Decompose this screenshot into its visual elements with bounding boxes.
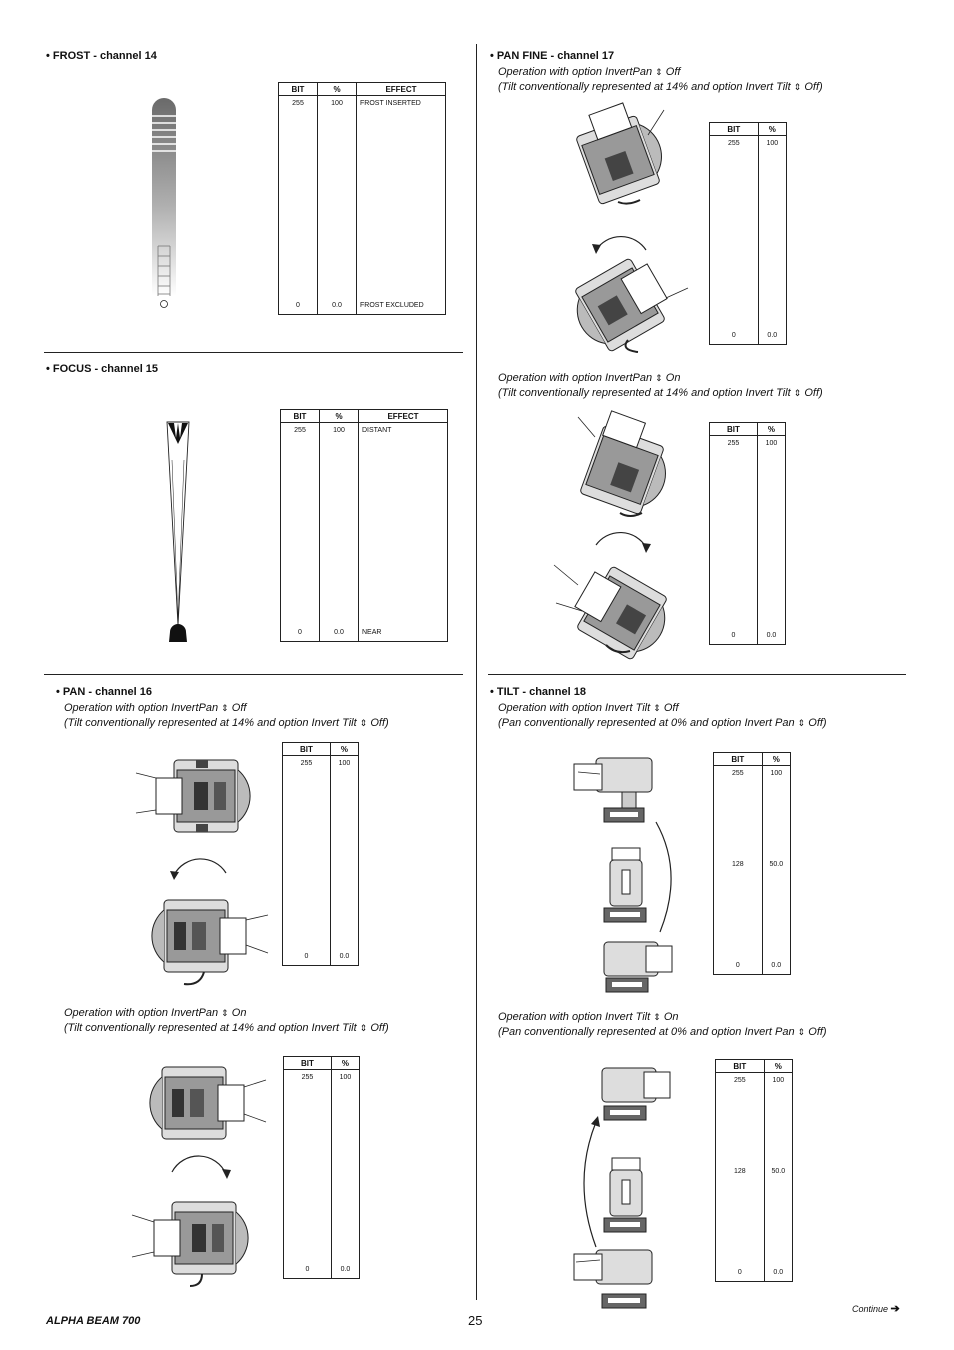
up-down-arrow-icon: ⇕ xyxy=(653,1012,661,1022)
tilt-block-2-caption: Operation with option Invert Tilt ⇕ On (… xyxy=(498,1011,827,1038)
bit-value: 255 xyxy=(300,760,313,767)
effect-value: NEAR xyxy=(362,629,382,636)
pan-fine-title: • PAN FINE - channel 17 xyxy=(490,50,615,62)
percent-value: 100 xyxy=(339,1074,352,1081)
bit-value: 0 xyxy=(296,302,300,309)
percent-value: 50.0 xyxy=(769,861,784,868)
percent-value: 0.0 xyxy=(339,953,350,960)
frost-gradient-illustration xyxy=(152,98,176,308)
percent-value: 100 xyxy=(766,140,779,147)
pan-title: • PAN - channel 16 xyxy=(56,686,152,698)
bit-value: 255 xyxy=(731,770,744,777)
footer-product-name: ALPHA BEAM 700 xyxy=(46,1315,141,1327)
percent-value: 100 xyxy=(338,760,351,767)
percent-value: 100 xyxy=(765,440,778,447)
pan-fine-block-2-caption: Operation with option InvertPan ⇕ On (Ti… xyxy=(498,372,823,399)
percent-value: 0.0 xyxy=(767,332,778,339)
focus-title: • FOCUS - channel 15 xyxy=(46,363,159,375)
bit-value: 128 xyxy=(731,861,744,868)
percent-value: 0.0 xyxy=(340,1266,351,1273)
up-down-arrow-icon: ⇕ xyxy=(655,67,663,77)
left-rule-2 xyxy=(44,674,463,675)
continue-link[interactable]: Continue ➔ xyxy=(852,1302,900,1315)
bit-value: 255 xyxy=(727,440,740,447)
up-down-arrow-icon: ⇕ xyxy=(797,1027,806,1037)
pan-block-1-caption: Operation with option InvertPan ⇕ Off (T… xyxy=(64,702,389,729)
pan-fine-block-1-caption: Operation with option InvertPan ⇕ Off (T… xyxy=(498,66,823,93)
percent-value: 0.0 xyxy=(334,629,344,636)
tilt-on-illustration xyxy=(573,1067,671,1309)
pan-fine-on-illustration xyxy=(553,410,667,660)
up-down-arrow-icon: ⇕ xyxy=(221,703,229,713)
percent-value: 0.0 xyxy=(773,1269,784,1276)
tilt-title: • TILT - channel 18 xyxy=(490,686,586,698)
percent-value: 0.0 xyxy=(766,632,777,639)
frost-title: • FROST - channel 14 xyxy=(46,50,157,62)
percent-value: 100 xyxy=(333,427,345,434)
bit-value: 0 xyxy=(298,629,302,636)
bit-value: 0 xyxy=(737,1269,742,1276)
pan-on-illustration xyxy=(131,1066,267,1287)
percent-value: 100 xyxy=(770,770,783,777)
right-rule-1 xyxy=(488,674,906,675)
bit-value: 0 xyxy=(731,332,736,339)
bit-value: 0 xyxy=(304,953,309,960)
bit-value: 128 xyxy=(733,1168,746,1175)
pan-fine-off-illustration xyxy=(575,102,689,353)
bit-value: 255 xyxy=(301,1074,314,1081)
percent-value: 100 xyxy=(331,100,343,107)
tilt-block-1-caption: Operation with option Invert Tilt ⇕ Off … xyxy=(498,702,827,729)
pan-block-2-caption: Operation with option InvertPan ⇕ On (Ti… xyxy=(64,1007,389,1034)
continue-label: Continue xyxy=(852,1304,889,1314)
percent-value: 0.0 xyxy=(332,302,342,309)
tilt-off-illustration xyxy=(573,757,673,993)
page-number: 25 xyxy=(468,1313,483,1328)
up-down-arrow-icon: ⇕ xyxy=(793,388,802,398)
up-down-arrow-icon: ⇕ xyxy=(359,1023,368,1033)
bit-value: 0 xyxy=(735,962,740,969)
pan-off-illustration xyxy=(135,759,269,986)
bit-value: 255 xyxy=(294,427,306,434)
right-arrow-icon: ➔ xyxy=(890,1303,900,1315)
up-down-arrow-icon: ⇕ xyxy=(359,718,368,728)
bit-value: 255 xyxy=(727,140,740,147)
bit-value: 0 xyxy=(731,632,736,639)
focus-beam-illustration xyxy=(166,421,190,642)
up-down-arrow-icon: ⇕ xyxy=(793,82,802,92)
percent-value: 50.0 xyxy=(771,1168,786,1175)
effect-value: DISTANT xyxy=(362,427,392,434)
up-down-arrow-icon: ⇕ xyxy=(221,1008,229,1018)
up-down-arrow-icon: ⇕ xyxy=(655,373,663,383)
up-down-arrow-icon: ⇕ xyxy=(653,703,661,713)
up-down-arrow-icon: ⇕ xyxy=(797,718,806,728)
bit-value: 255 xyxy=(292,100,304,107)
percent-value: 100 xyxy=(772,1077,785,1084)
left-rule-1 xyxy=(44,352,463,353)
bit-value: 255 xyxy=(733,1077,746,1084)
effect-value: FROST INSERTED xyxy=(360,100,421,107)
bit-value: 0 xyxy=(305,1266,310,1273)
column-divider xyxy=(476,44,477,1300)
percent-value: 0.0 xyxy=(771,962,782,969)
effect-value: FROST EXCLUDED xyxy=(360,302,424,309)
